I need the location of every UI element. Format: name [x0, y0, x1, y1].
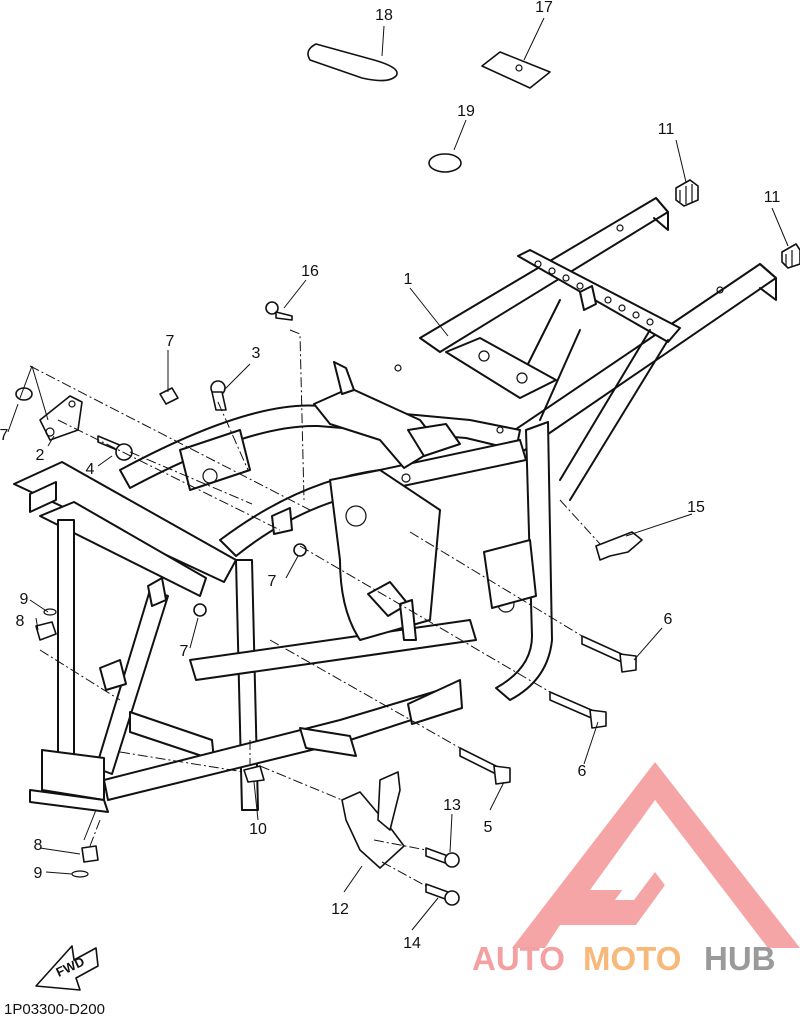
watermark-text-auto: AUTO: [472, 940, 565, 977]
main-frame: [13, 197, 777, 813]
callout-12: 12: [331, 901, 349, 918]
part-11-cap-left: [675, 179, 699, 207]
callout-7: 7: [180, 643, 189, 660]
bracket-12: [341, 771, 405, 869]
callout-14: 14: [403, 935, 421, 952]
bolt-3: [210, 380, 227, 411]
bushing-8-upper: [35, 621, 57, 641]
callout-8: 8: [34, 837, 43, 854]
nut-7-mid: [293, 543, 307, 557]
part-18-pad: [307, 43, 398, 82]
callout-19: 19: [457, 103, 475, 120]
callout-7: 7: [0, 427, 9, 444]
callout-11: 11: [658, 121, 675, 138]
bracket-2: [39, 395, 83, 441]
callout-18: 18: [375, 7, 393, 24]
bolt-10: [243, 765, 265, 783]
callout-11: 11: [764, 189, 781, 206]
bolt-16: [265, 301, 293, 321]
leader-lines: [7, 17, 789, 931]
bracket-15: [595, 531, 643, 561]
bolt-6-upper: [581, 635, 637, 673]
callout-9: 9: [20, 591, 29, 608]
part-19-ring: [428, 153, 462, 173]
clip-9-upper: [43, 608, 57, 616]
callout-2: 2: [36, 447, 45, 464]
callout-17: 17: [535, 0, 553, 16]
bolt-13: [425, 847, 460, 868]
watermark-text-moto: MOTO: [583, 940, 681, 977]
callout-10: 10: [249, 821, 267, 838]
callout-6: 6: [578, 763, 587, 780]
fwd-arrow-icon: FWD: [35, 945, 99, 991]
clip-9-lower: [71, 870, 89, 878]
callout-1: 1: [404, 271, 413, 288]
nut-7-top: [159, 387, 179, 405]
callout-7: 7: [268, 573, 277, 590]
callout-9: 9: [34, 865, 43, 882]
callout-5: 5: [484, 819, 493, 836]
callout-7: 7: [166, 333, 175, 350]
nut-7-top-left: [15, 387, 33, 401]
callout-4: 4: [86, 461, 95, 478]
dash-lines: [29, 329, 601, 887]
bolt-5: [459, 747, 511, 785]
rear-crossmember-holes: [534, 260, 654, 326]
bushing-8-lower: [81, 845, 99, 863]
callout-6: 6: [664, 611, 673, 628]
watermark-text-hub: HUB: [704, 940, 776, 977]
diagram-code: 1P03300-D200: [4, 1001, 105, 1018]
bolt-14: [425, 883, 460, 906]
callout-16: 16: [301, 263, 319, 280]
nut-7-lower: [193, 603, 207, 617]
callout-3: 3: [252, 345, 261, 362]
bolt-6-lower: [549, 691, 607, 729]
callout-15: 15: [687, 499, 705, 516]
part-11-cap-right: [781, 243, 800, 269]
part-17-plate: [481, 51, 551, 89]
callout-13: 13: [443, 797, 461, 814]
callout-8: 8: [16, 613, 25, 630]
watermark-logo: AUTO MOTO HUB: [472, 762, 800, 977]
